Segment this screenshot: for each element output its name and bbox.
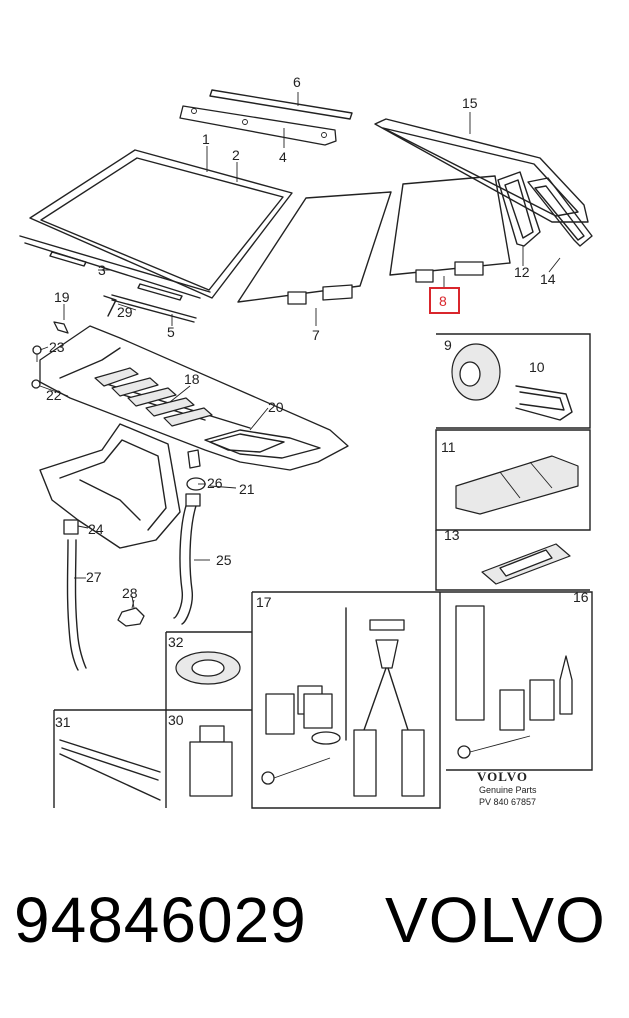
box-grommet [436, 333, 591, 429]
cowl-panel [39, 325, 349, 491]
callout-21: 21 [239, 481, 255, 497]
callout-13: 13 [444, 527, 460, 543]
volvo-stamp: VOLVO Genuine Parts PV 840 67857 [477, 769, 537, 807]
box-clip [435, 530, 590, 591]
callout-2: 2 [232, 147, 240, 163]
lower-cowl-trim [19, 235, 211, 323]
callout-24: 24 [88, 521, 104, 537]
parts-diagram: 1 2 3 4 5 6 7 8 9 10 11 12 13 14 15 16 1… [19, 74, 593, 809]
callout-7: 7 [312, 327, 320, 343]
roof-moulding [179, 89, 353, 146]
box-kits [251, 591, 593, 809]
callout-27: 27 [86, 569, 102, 585]
callout-17: 17 [256, 594, 272, 610]
callout-9: 9 [444, 337, 452, 353]
rear-door-glass [389, 175, 511, 283]
callout-10: 10 [529, 359, 545, 375]
callout-20: 20 [268, 399, 284, 415]
stamp-line2: PV 840 67857 [479, 797, 536, 807]
footer [0, 848, 629, 1018]
callout-23: 23 [49, 339, 65, 355]
callout-12: 12 [514, 264, 530, 280]
callout-16: 16 [573, 589, 589, 605]
callout-18: 18 [184, 371, 200, 387]
window-channels [497, 171, 593, 247]
callout-28: 28 [122, 585, 138, 601]
door-glass [237, 191, 392, 305]
highlight-box [429, 287, 460, 314]
callout-6: 6 [293, 74, 301, 90]
callout-32: 32 [168, 634, 184, 650]
stamp-line1: Genuine Parts [479, 785, 537, 795]
stamp-brand: VOLVO [477, 769, 528, 784]
callout-15: 15 [462, 95, 478, 111]
box-washer-and-bottle [165, 631, 252, 808]
callout-11: 11 [441, 439, 456, 455]
callout-1: 1 [202, 131, 210, 147]
callout-4: 4 [279, 149, 287, 165]
leader-lines [39, 92, 561, 609]
windshield [29, 149, 293, 299]
callout-26: 26 [207, 475, 223, 491]
callout-22: 22 [46, 387, 62, 403]
box-strip [53, 709, 166, 808]
callout-25: 25 [216, 552, 232, 568]
callout-3: 3 [98, 262, 106, 278]
callout-29: 29 [117, 304, 133, 320]
quarter-glass [374, 118, 589, 223]
callout-31: 31 [55, 714, 71, 730]
brand-name: VOLVO [385, 884, 606, 956]
lower-tray [39, 423, 181, 549]
small-clips [31, 321, 69, 389]
drain-hoses [63, 493, 201, 671]
callout-19: 19 [54, 289, 70, 305]
part-number: 94846029 [14, 884, 307, 956]
callout-8: 8 [439, 293, 447, 309]
box-bracket [435, 429, 591, 531]
callout-30: 30 [168, 712, 184, 728]
callout-labels: 1 2 3 4 5 6 7 8 9 10 11 12 13 14 15 16 1… [46, 74, 589, 730]
callout-14: 14 [540, 271, 556, 287]
callout-5: 5 [167, 324, 175, 340]
